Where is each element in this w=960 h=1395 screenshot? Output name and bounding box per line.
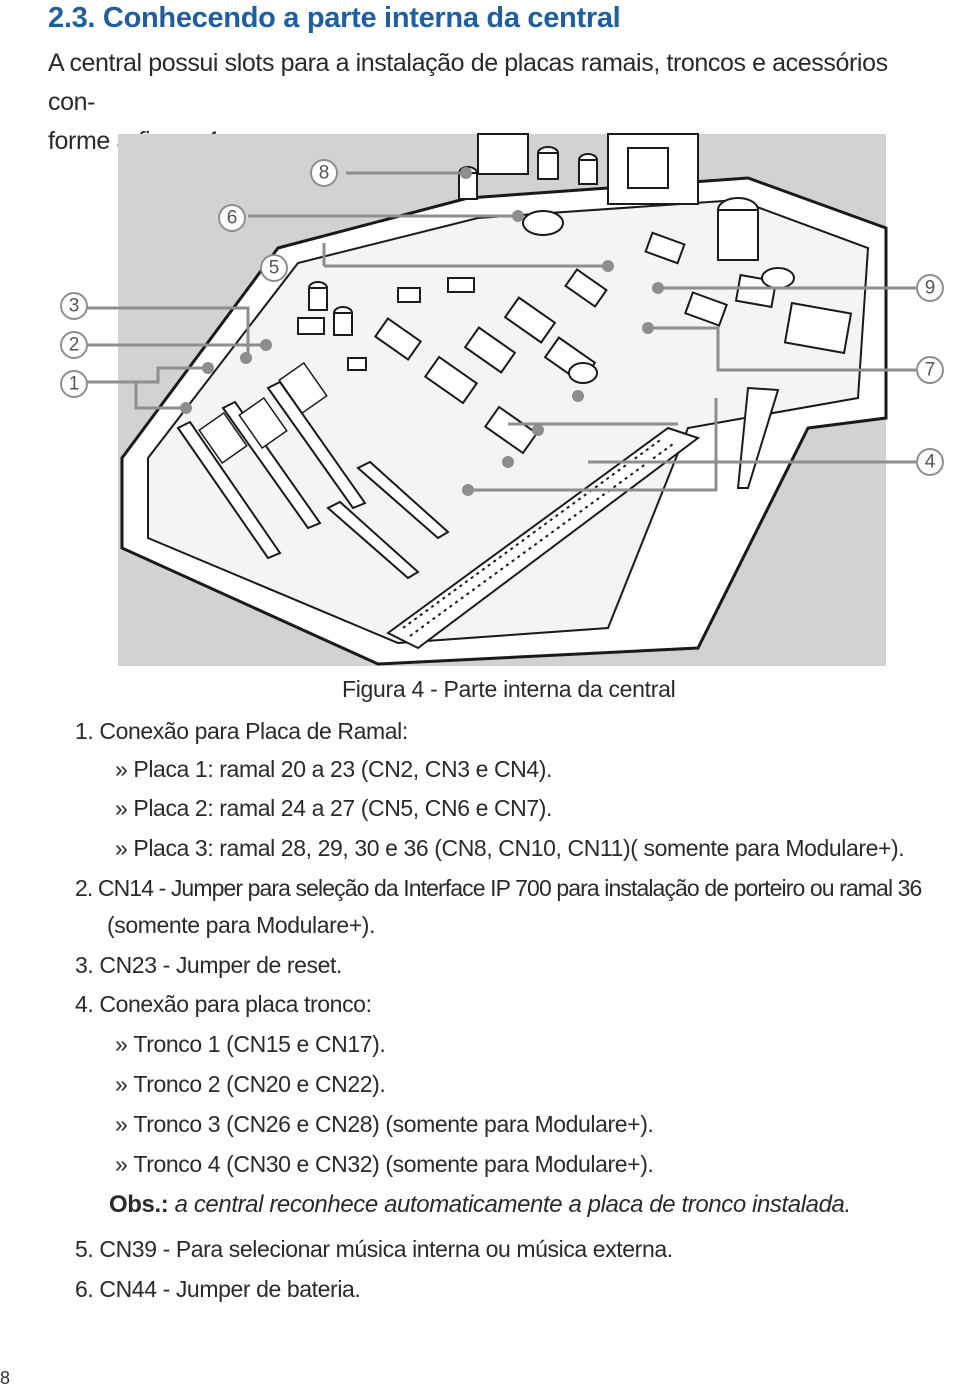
callout-8: 8 <box>310 159 338 187</box>
svg-text:1: 1 <box>69 374 80 395</box>
list-subitem: »Tronco 1 (CN15 e CN17). <box>115 1031 386 1057</box>
svg-text:8: 8 <box>319 163 330 184</box>
svg-text:4: 4 <box>925 452 936 473</box>
board-components <box>297 231 853 455</box>
callout-9: 9 <box>916 274 944 302</box>
svg-text:3: 3 <box>69 296 80 317</box>
callout-4: 4 <box>916 448 944 476</box>
page-number: 8 <box>0 1368 11 1388</box>
list-item-4: 4. Conexão para placa tronco: <box>75 991 372 1017</box>
callout-leaders <box>86 167 916 496</box>
list-item-2: 2. CN14 - Jumper para seleção da Interfa… <box>75 875 922 901</box>
top-connectors <box>477 133 699 205</box>
svg-text:2: 2 <box>69 335 80 356</box>
figure-caption: Figura 4 - Parte interna da central <box>342 676 676 702</box>
svg-text:5: 5 <box>269 258 280 279</box>
callout-1: 1 <box>60 370 88 398</box>
svg-text:9: 9 <box>925 278 936 299</box>
list-subitem: »Placa 2: ramal 24 a 27 (CN5, CN6 e CN7)… <box>115 795 553 821</box>
list-subitem: »Tronco 2 (CN20 e CN22). <box>115 1071 386 1097</box>
obs-text: a central reconhece automaticamente a pl… <box>168 1191 852 1218</box>
list-item-1: 1. Conexão para Placa de Ramal: <box>75 718 408 744</box>
callout-6: 6 <box>218 204 246 232</box>
list-subitem: »Placa 3: ramal 28, 29, 30 e 36 (CN8, CN… <box>115 835 905 861</box>
list-item-5: 5. CN39 - Para selecionar música interna… <box>75 1236 673 1262</box>
list-item-2-continuation: (somente para Modulare+). <box>107 912 376 938</box>
list-subitem: »Tronco 3 (CN26 e CN28) (somente para Mo… <box>115 1111 654 1137</box>
list-subitem: »Tronco 4 (CN30 e CN32) (somente para Mo… <box>115 1151 654 1177</box>
pbx-board-illustration: 1 2 3 4 5 6 7 8 9 <box>48 128 948 673</box>
trunk-connector-strip <box>386 426 701 650</box>
section-title: 2.3. Conhecendo a parte interna da centr… <box>48 2 621 34</box>
callout-5: 5 <box>260 254 288 282</box>
list-subitem: »Placa 1: ramal 20 a 23 (CN2, CN3 e CN4)… <box>115 756 553 782</box>
svg-text:6: 6 <box>227 208 238 229</box>
svg-text:7: 7 <box>925 360 936 381</box>
callout-7: 7 <box>916 356 944 384</box>
intro-line-2-prefix: forme a <box>48 127 137 155</box>
intro-line-1: A central possui slots para a instalação… <box>48 49 888 116</box>
extension-slots <box>176 380 450 580</box>
intro-paragraph: A central possui slots para a instalação… <box>48 44 928 161</box>
callout-2: 2 <box>60 331 88 359</box>
obs-note: Obs.: a central reconhece automaticament… <box>109 1191 851 1219</box>
obs-label: Obs.: <box>109 1191 169 1218</box>
list-item-3: 3. CN23 - Jumper de reset. <box>75 952 343 978</box>
capacitors <box>308 146 795 384</box>
callout-3: 3 <box>60 292 88 320</box>
dip-switches <box>198 361 328 465</box>
list-item-6: 6. CN44 - Jumper de bateria. <box>75 1276 361 1302</box>
